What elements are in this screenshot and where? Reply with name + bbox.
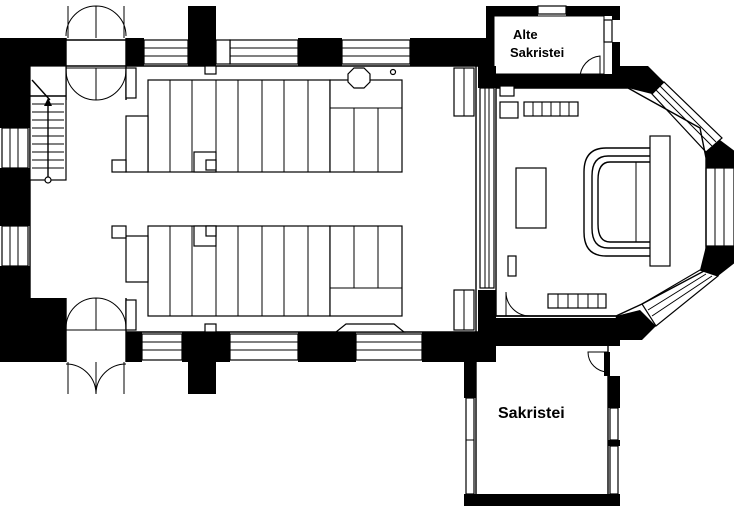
label-old-sacristy-line1: Alte <box>513 27 538 42</box>
pews-north <box>111 67 403 173</box>
sacristy-doors <box>475 15 610 494</box>
nave-outline <box>29 65 478 333</box>
pews-south <box>111 225 403 317</box>
walls <box>0 6 734 506</box>
chancel <box>495 85 707 317</box>
room-labels: Alte Sakristei Sakristei <box>498 27 565 422</box>
staircase <box>29 65 67 184</box>
entrance-doors <box>65 5 137 395</box>
windows <box>1 5 734 495</box>
label-old-sacristy-line2: Sakristei <box>510 45 564 60</box>
label-sacristy: Sakristei <box>498 405 565 422</box>
